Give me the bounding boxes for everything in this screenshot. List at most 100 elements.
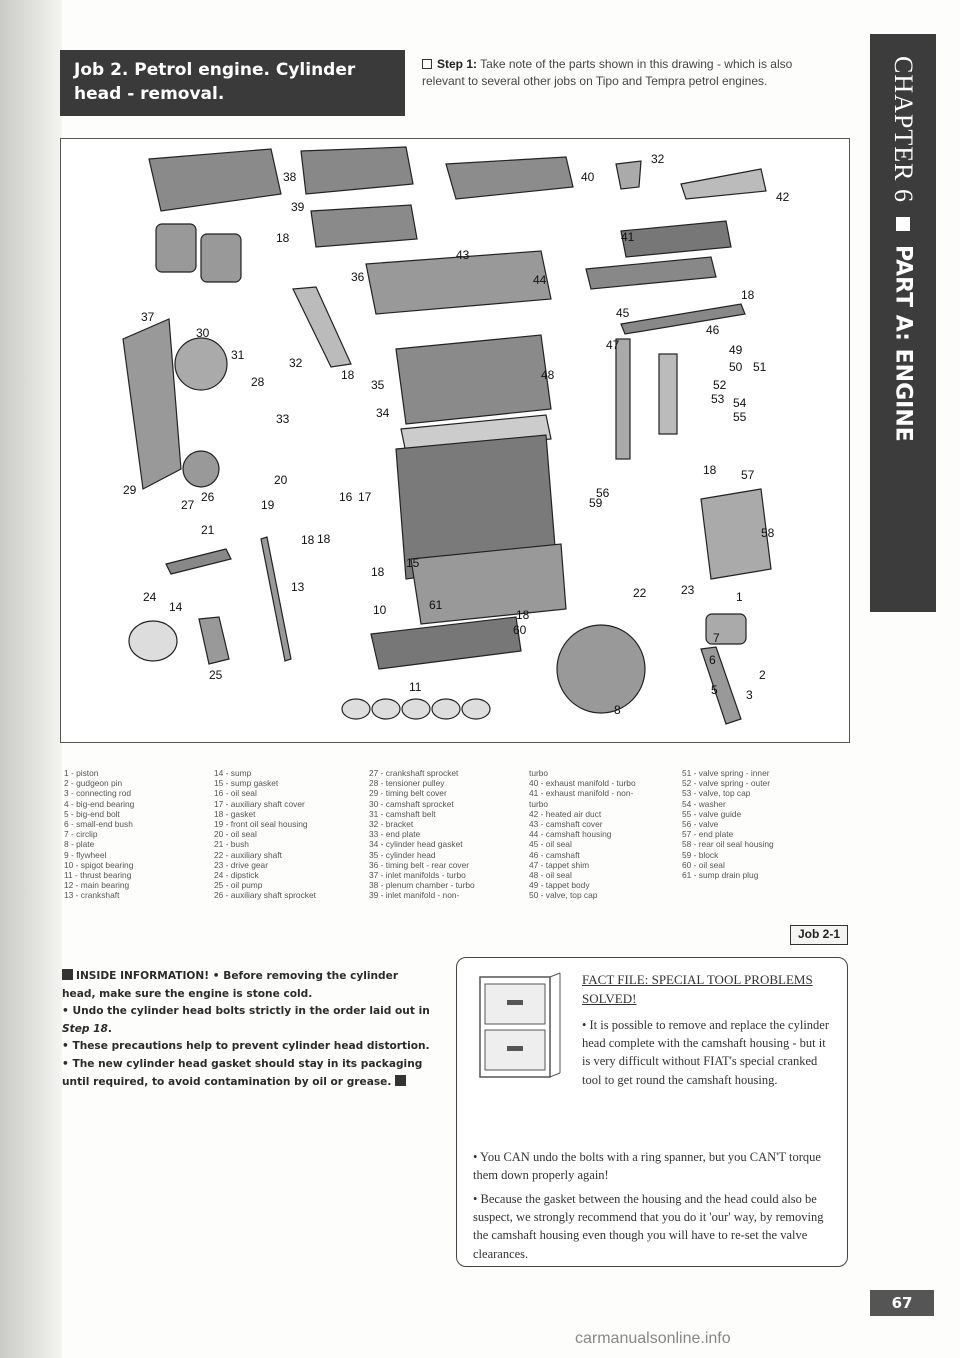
part-callout-number: 24	[143, 590, 157, 604]
part-callout-number: 2	[759, 668, 766, 682]
legend-item: 11 - thrust bearing	[64, 870, 132, 881]
legend-item: 43 - camshaft cover	[529, 819, 603, 830]
part-callout-number: 33	[276, 412, 290, 426]
legend-item: 15 - sump gasket	[214, 778, 279, 789]
rear-oil-seal-housing-part	[700, 488, 772, 580]
legend-item: 56 - valve	[682, 819, 719, 830]
legend-item: 61 - sump drain plug	[682, 870, 759, 881]
part-callout-number: 18	[741, 288, 755, 302]
page-number: 67	[870, 1290, 934, 1316]
camshaft-cover-part	[365, 250, 552, 315]
legend-item: 42 - heated air duct	[529, 808, 602, 819]
legend-item: 50 - valve, top cap	[529, 890, 598, 901]
legend-item: 51 - valve spring - inner	[682, 768, 770, 778]
part-callout-number: 21	[201, 523, 215, 537]
exhaust-manifold-turbo-part	[445, 156, 574, 200]
legend-item: 17 - auxiliary shaft cover	[214, 798, 305, 809]
part-callout-number: 16	[339, 490, 353, 504]
legend-item: 49 - tappet body	[529, 880, 590, 891]
part-callout-number: 1	[736, 590, 743, 604]
legend-item: 30 - camshaft sprocket	[369, 798, 454, 809]
legend-item: 6 - small-end bush	[64, 819, 133, 830]
legend-item: 45 - oil seal	[529, 839, 572, 850]
part-callout-number: 14	[169, 600, 183, 614]
part-callout-number: 41	[621, 230, 635, 244]
sump-part	[410, 543, 567, 625]
inside-info-bullet-3: These precautions help to prevent cylind…	[72, 1040, 430, 1053]
legend-item: 12 - main bearing	[64, 880, 130, 891]
legend-item: 2 - gudgeon pin	[64, 778, 123, 789]
fact-file-para-3: • Because the gasket between the housing…	[473, 1192, 824, 1261]
part-callout-number: 18	[317, 532, 331, 546]
part-callout-number: 30	[196, 326, 210, 340]
legend-item: 41 - exhaust manifold - non-	[529, 788, 634, 799]
part-callout-number: 18	[341, 368, 355, 382]
legend-item: 53 - valve, top cap	[682, 788, 751, 799]
part-callout-number: 29	[123, 483, 137, 497]
part-callout-number: 46	[706, 323, 720, 337]
legend-item: 46 - camshaft	[529, 849, 580, 860]
part-callout-number: 27	[181, 498, 195, 512]
checkbox-icon	[422, 59, 432, 69]
legend-item: 7 - circlip	[64, 829, 98, 840]
part-callout-number: 51	[753, 360, 767, 374]
part-callout-number: 3	[746, 688, 753, 702]
legend-item: 58 - rear oil seal housing	[682, 839, 774, 850]
part-callout-number: 31	[231, 348, 245, 362]
fact-file-para-1: • It is possible to remove and replace t…	[582, 1018, 830, 1087]
valve-spring-part	[658, 353, 678, 435]
job-title-line1: Job 2. Petrol engine. Cylinder	[74, 60, 356, 80]
part-callout-number: 50	[729, 360, 743, 374]
legend-item: 48 - oil seal	[529, 870, 572, 881]
main-bearings-part	[341, 698, 491, 720]
part-callout-number: 7	[713, 631, 720, 645]
legend-item: 59 - block	[682, 849, 719, 860]
legend-item: 37 - inlet manifolds - turbo	[369, 870, 466, 881]
part-callout-number: 18	[301, 533, 315, 547]
step-1-text: Step 1: Take note of the parts shown in …	[422, 56, 822, 90]
part-callout-number: 28	[251, 375, 265, 389]
cylinder-head-part	[395, 334, 552, 425]
legend-item: 19 - front oil seal housing	[214, 819, 308, 830]
legend-item: 57 - end plate	[682, 829, 734, 840]
crankshaft-sprocket-part	[182, 450, 220, 488]
chapter-side-tab: CHAPTER 6 PART A: ENGINE	[870, 34, 936, 612]
connecting-rod-part	[700, 646, 742, 725]
fact-file-para-2: • You CAN undo the bolts with a ring spa…	[473, 1150, 821, 1183]
legend-item: 16 - oil seal	[214, 788, 257, 799]
inside-info-bullet-1: Before removing the cylinder head, make …	[62, 970, 399, 1000]
legend-item: 24 - dipstick	[214, 870, 259, 881]
legend-item: 14 - sump	[214, 768, 252, 778]
legend-item: 47 - tappet shim	[529, 859, 590, 870]
part-callout-number: 18	[516, 608, 530, 622]
part-callout-number: 22	[633, 586, 647, 600]
head-gasket-part	[400, 414, 552, 454]
page-gutter	[0, 0, 62, 1358]
fact-file-title: FACT FILE: SPECIAL TOOL PROBLEMS SOLVED!	[582, 972, 813, 1006]
legend-item: 1 - piston	[64, 768, 99, 778]
legend-item: 55 - valve guide	[682, 808, 742, 819]
legend-item: 54 - washer	[682, 798, 726, 809]
part-callout-number: 56	[596, 486, 610, 500]
part-callout-number: 20	[274, 473, 288, 487]
inlet-manifold-lower-part	[310, 204, 418, 248]
part-callout-number: 47	[606, 338, 620, 352]
part-callout-number: 35	[371, 378, 385, 392]
valve-stack-part	[615, 338, 631, 460]
part-callout-number: 40	[581, 170, 595, 184]
part-callout-number: 38	[283, 170, 297, 184]
timing-belt-cover-part	[122, 318, 182, 490]
legend-item: 18 - gasket	[214, 808, 256, 819]
inside-info-bullet-2: Undo the cylinder head bolts strictly in…	[72, 1005, 430, 1018]
part-callout-number: 18	[276, 231, 290, 245]
legend-item: 32 - bracket	[369, 819, 414, 830]
part-callout-number: 58	[761, 526, 775, 540]
part-callout-number: 54	[733, 396, 747, 410]
legend-item: 33 - end plate	[369, 829, 421, 840]
part-callout-number: 5	[711, 683, 718, 697]
legend-item: 36 - timing belt - rear cover	[369, 859, 470, 870]
inlet-runner-part-2	[200, 233, 242, 283]
